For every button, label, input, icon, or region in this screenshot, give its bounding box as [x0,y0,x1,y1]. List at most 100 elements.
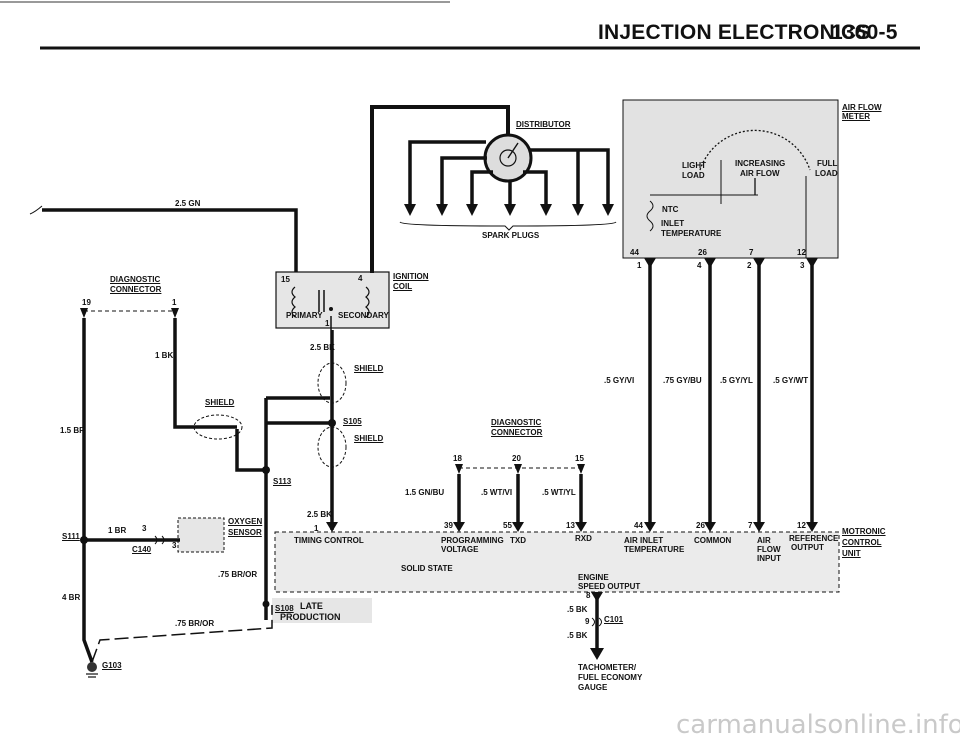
afm-light-2: LOAD [682,171,705,180]
ecu-programming-2: VOLTAGE [441,545,479,554]
ecu-programming-1: PROGRAMMING [441,536,504,545]
ecu-pin-39: 39 [444,521,453,530]
wire-5-gywt: .5 GY/WT [773,376,809,385]
late-production-2: PRODUCTION [280,612,341,622]
c101-pin: 9 [585,617,590,626]
coil-label-1: IGNITION [393,272,429,281]
afm-increasing-2: AIR FLOW [740,169,780,178]
afm-full-1: FULL [817,159,838,168]
afm-ext-pin-1: 1 [637,261,642,270]
ecu-pin-55: 55 [503,521,512,530]
coil-primary: PRIMARY [286,311,323,320]
wire-1br: 1 BR [108,526,127,535]
wire-1bk: 1 BK [155,351,174,360]
ecu-pin-7: 7 [748,521,753,530]
afm-inlet-2: TEMPERATURE [661,229,722,238]
ecu-unit-3: UNIT [842,549,861,558]
o2-label-2: SENSOR [228,528,262,537]
afm-light-1: LIGHT [682,161,706,170]
c101-label: C101 [604,615,624,624]
late-production-1: LATE [300,601,323,611]
wire-5bk-a: .5 BK [567,605,588,614]
ecu-unit-1: MOTRONIC [842,527,886,536]
o2-sensor-box [177,517,225,553]
ecu-air-inlet-1: AIR INLET [624,536,664,545]
ecu-pin-1: 1 [314,524,319,533]
wire-5-gyvi: .5 GY/VI [604,376,635,385]
s113-splice [262,466,270,474]
coil-secondary: SECONDARY [338,311,389,320]
wire-5-gyyl: .5 GY/YL [720,376,753,385]
wire-75-bror-b: .75 BR/OR [175,619,215,628]
ecu-pin-26: 26 [696,521,705,530]
wire-75-gybu: .75 GY/BU [663,376,702,385]
ecu-pin-12: 12 [797,521,806,530]
ecu-rxd: RXD [575,534,592,543]
ecu-unit-2: CONTROL [842,538,882,547]
ecu-engine-speed-1: ENGINE [578,573,609,582]
afm-label-1: AIR FLOW [842,103,882,112]
diag-left-1: DIAGNOSTIC [110,275,161,284]
watermark: carmanualsonline.info [676,710,960,740]
coil-label-2: COIL [393,282,413,291]
diag-right-1: DIAGNOSTIC [491,418,542,427]
ecu-pin-44: 44 [634,521,643,530]
diag-left-2: CONNECTOR [110,285,162,294]
diag-right-pin-15: 15 [575,454,584,463]
section-title: INJECTION ELECTRONICS [598,21,871,44]
ecu-engine-speed-2: SPEED OUTPUT [578,582,641,591]
tach-label-1: TACHOMETER/ [578,663,637,672]
afm-pin-12: 12 [797,248,806,257]
wire-1-5br: 1.5 BR [60,426,85,435]
coil-box [275,271,390,329]
ecu-solid-state: SOLID STATE [401,564,453,573]
afm-ext-pin-2: 2 [747,261,752,270]
coil-pin-1: 1 [325,319,330,328]
ecu-ref-2: OUTPUT [791,543,824,552]
coil-pin-15: 15 [281,275,290,284]
s105-label: S105 [343,417,362,426]
s108-label: S108 [275,604,294,613]
ecu-afi-1: AIR [757,536,771,545]
ecu-pin-8: 8 [586,591,591,600]
afm-label-2: METER [842,112,870,121]
spark-plugs-label: SPARK PLUGS [482,231,540,240]
ecu-pin-13: 13 [566,521,575,530]
wire-5bk-b: .5 BK [567,631,588,640]
s113-label: S113 [273,477,292,486]
late-prod-box [272,598,372,623]
afm-ext-pin-4: 4 [697,261,702,270]
diag-right-pin-18: 18 [453,454,462,463]
wire-2-5bk-a: 2.5 BK [310,343,335,352]
ecu-common: COMMON [694,536,732,545]
shield-label-2: SHIELD [354,434,384,443]
afm-box [622,99,839,259]
wire-2-5gn: 2.5 GN [175,199,201,208]
afm-ext-pin-3: 3 [800,261,805,270]
distributor-label: DISTRIBUTOR [516,120,571,129]
page-number: 1360-5 [831,21,898,44]
ecu-txd: TXD [510,536,526,545]
spark-plug-arrows [404,204,614,216]
distributor-center [499,149,517,167]
afm-inlet-1: INLET [661,219,685,228]
afm-pin-44: 44 [630,248,639,257]
diag-right-pin-20: 20 [512,454,521,463]
wire-5-wtyl: .5 WT/YL [542,488,576,497]
coil-pin-4: 4 [358,274,363,283]
diag-left-pin-1: 1 [172,298,177,307]
ecu-ref-1: REFERENCE [789,534,839,543]
motronic-box [274,531,840,593]
afm-ntc: NTC [662,205,679,214]
g103-label: G103 [102,661,122,670]
wire-5-wtvi: .5 WT/VI [481,488,513,497]
s111-label: S111 [62,532,80,541]
ecu-afi-3: INPUT [757,554,781,563]
wire-15-gnbu: 1.5 GN/BU [405,488,445,497]
diag-left-pin-19: 19 [82,298,91,307]
wire-4br: 4 BR [62,593,81,602]
afm-increasing-1: INCREASING [735,159,786,168]
tach-label-3: GAUGE [578,683,608,692]
